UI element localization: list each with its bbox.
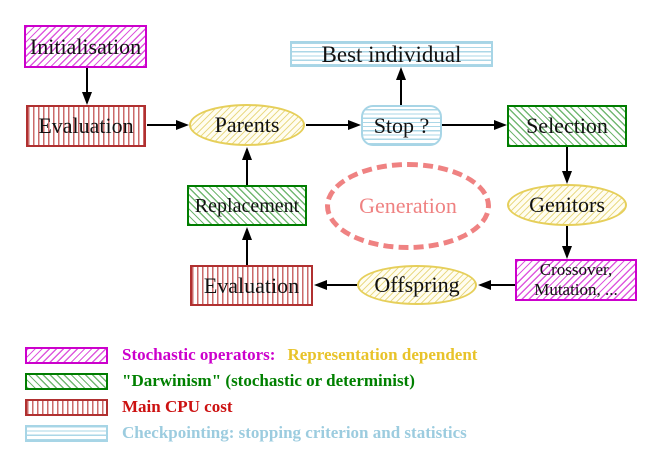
node-initialisation: Initialisation xyxy=(24,25,147,68)
node-evaluation-bottom: Evaluation xyxy=(190,265,313,306)
node-initialisation-label: Initialisation xyxy=(29,33,142,59)
legend-text-checkpointing: Checkpointing: stopping criterion and st… xyxy=(122,423,467,442)
legend-row-stochastic: Stochastic operators: Representation dep… xyxy=(25,345,477,365)
legend-row-darwinism: "Darwinism" (stochastic or determinist) xyxy=(25,371,415,391)
legend-row-cpu-cost: Main CPU cost xyxy=(25,397,232,417)
node-best-individual-label: Best individual xyxy=(321,41,462,67)
node-evaluation-top-label: Evaluation xyxy=(38,113,134,138)
legend-text-representation-dependent: Representation dependent xyxy=(287,345,478,364)
node-genitors: Genitors xyxy=(507,184,627,226)
node-offspring-label: Offspring xyxy=(374,272,460,297)
node-replacement: Replacement xyxy=(187,185,307,226)
node-best-individual: Best individual xyxy=(290,41,493,67)
legend-swatch-red-stripes xyxy=(25,398,108,416)
legend-swatch-green-hatch xyxy=(25,372,108,390)
node-selection: Selection xyxy=(507,105,627,147)
crossover-line2: Mutation, ... xyxy=(534,279,618,299)
legend-swatch-magenta-hatch xyxy=(25,346,108,364)
legend-text-main-cpu-cost: Main CPU cost xyxy=(122,397,233,416)
legend-swatch-cyan-stripes xyxy=(25,424,108,442)
legend-text-stochastic-operators: Stochastic operators: xyxy=(122,345,276,364)
generation-label: Generation xyxy=(359,193,457,218)
legend-row-checkpointing: Checkpointing: stopping criterion and st… xyxy=(25,423,467,443)
node-replacement-label: Replacement xyxy=(194,194,300,217)
node-stop: Stop ? xyxy=(361,105,442,146)
node-crossover-mutation-label: Crossover, Mutation, ... xyxy=(534,259,618,299)
node-crossover-mutation: Crossover, Mutation, ... xyxy=(515,259,637,301)
node-evaluation-bottom-label: Evaluation xyxy=(203,272,300,298)
node-parents: Parents xyxy=(189,104,305,146)
node-offspring: Offspring xyxy=(357,265,477,305)
node-genitors-label: Genitors xyxy=(529,192,605,217)
node-evaluation-top: Evaluation xyxy=(26,105,146,147)
node-stop-label: Stop ? xyxy=(373,112,430,138)
node-selection-label: Selection xyxy=(526,113,608,138)
legend-text-darwinism: "Darwinism" (stochastic or determinist) xyxy=(122,371,415,390)
crossover-line1: Crossover, xyxy=(539,259,613,279)
node-parents-label: Parents xyxy=(214,112,280,137)
generation-loop-ellipse: Generation xyxy=(325,162,491,250)
